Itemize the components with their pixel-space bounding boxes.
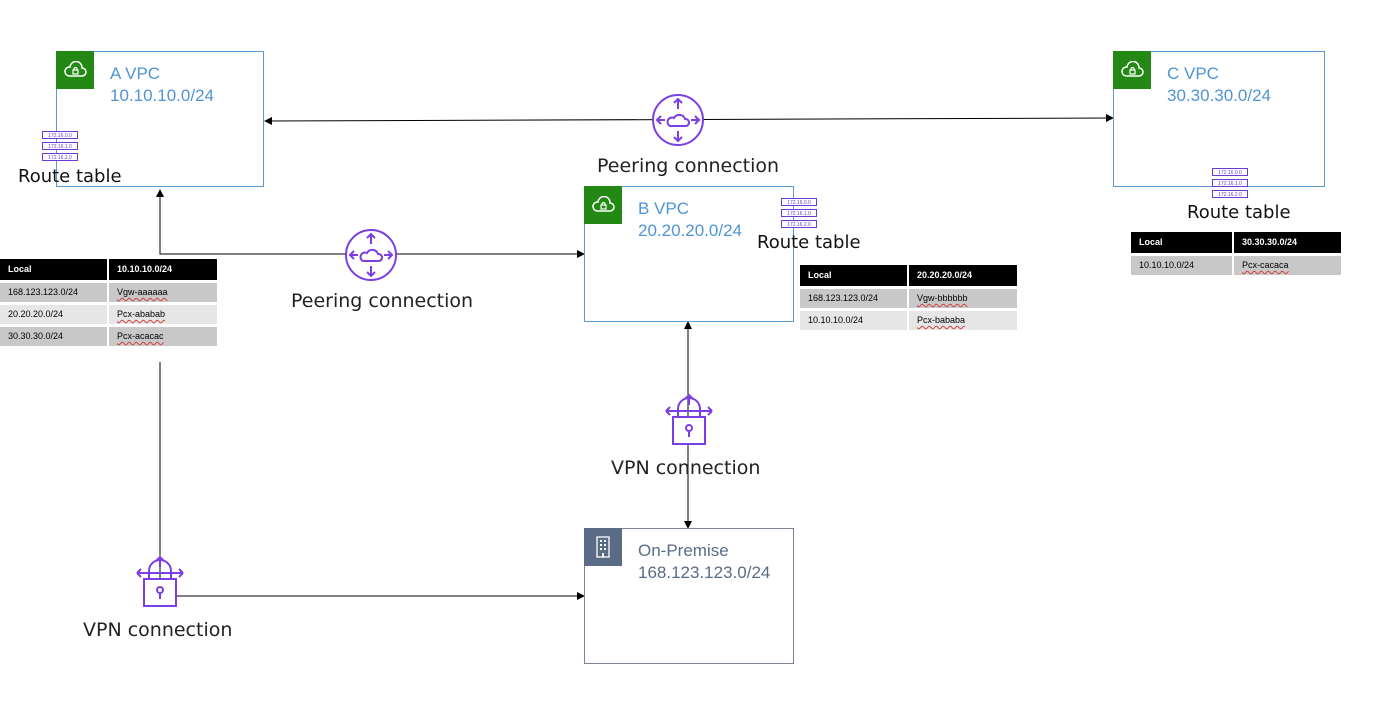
vpc-a-title: A VPC 10.10.10.0/24 (110, 63, 214, 107)
onprem-box[interactable]: On-Premise 168.123.123.0/24 (584, 528, 794, 664)
route-table-a: Local 10.10.10.0/24 168.123.123.0/24 Vgw… (0, 259, 219, 349)
peering-label-a-c: Peering connection (597, 155, 780, 177)
route-table-c: Local 30.30.30.0/24 10.10.10.0/24 Pcx-ca… (1131, 232, 1343, 278)
vpc-c-name: C VPC (1167, 64, 1219, 83)
vpc-cloud-lock-icon (1113, 51, 1151, 89)
table-cell: 168.123.123.0/24 (0, 281, 109, 305)
vpn-label-a: VPN connection (83, 619, 233, 641)
table-cell: 30.30.30.0/24 (0, 325, 109, 349)
route-icon-row: 172.16.1.0 (1212, 179, 1248, 187)
table-cell: Vgw-aaaaaa (108, 281, 219, 305)
table-header-cell: Local (0, 259, 109, 283)
table-cell: Pcx-acacac (108, 325, 219, 349)
peering-label-a-b: Peering connection (291, 290, 474, 312)
table-header-cell: 10.10.10.0/24 (108, 259, 219, 283)
route-table-icon: 172.16.0.0 172.16.1.0 172.16.2.0 (781, 198, 817, 231)
peering-icon (651, 93, 705, 152)
vpc-b-title: B VPC 20.20.20.0/24 (638, 198, 742, 242)
vpc-a-name: A VPC (110, 64, 161, 83)
table-header-cell: 30.30.30.0/24 (1233, 232, 1343, 256)
route-table-icon: 172.16.0.0 172.16.1.0 172.16.2.0 (1212, 168, 1248, 201)
table-cell-target: Vgw-bbbbbb (917, 293, 968, 303)
table-header-row: Local 20.20.20.0/24 (800, 265, 1019, 289)
route-table-label-c: Route table (1187, 202, 1291, 223)
vpc-a-box[interactable]: A VPC 10.10.10.0/24 (56, 51, 264, 187)
table-cell: 10.10.10.0/24 (800, 309, 909, 333)
route-icon-row: 172.16.2.0 (781, 220, 817, 228)
table-cell-target: Pcx-acacac (117, 331, 164, 341)
table-header-cell: Local (800, 265, 909, 289)
route-table-icon: 172.16.0.0 172.16.1.0 172.16.2.0 (42, 131, 78, 164)
table-cell: Vgw-bbbbbb (908, 287, 1019, 311)
table-cell: 20.20.20.0/24 (0, 303, 109, 327)
vpc-cloud-lock-icon (56, 51, 94, 89)
vpc-b-cidr: 20.20.20.0/24 (638, 221, 742, 240)
vpn-lock-icon (664, 393, 714, 452)
table-cell-target: Vgw-aaaaaa (117, 287, 168, 297)
onprem-name: On-Premise (638, 541, 729, 560)
route-icon-row: 172.16.1.0 (42, 142, 78, 150)
table-header-cell: Local (1131, 232, 1234, 256)
vpc-b-name: B VPC (638, 199, 690, 218)
vpn-line-a-onprem (159, 362, 585, 600)
table-row: 168.123.123.0/24 Vgw-aaaaaa (0, 281, 219, 305)
table-header-row: Local 10.10.10.0/24 (0, 259, 219, 283)
vpc-c-title: C VPC 30.30.30.0/24 (1167, 63, 1271, 107)
route-icon-row: 172.16.0.0 (1212, 168, 1248, 176)
table-row: 20.20.20.0/24 Pcx-ababab (0, 303, 219, 327)
table-row: 10.10.10.0/24 Pcx-bababa (800, 309, 1019, 333)
vpc-c-box[interactable]: C VPC 30.30.30.0/24 (1113, 51, 1325, 187)
table-row: 30.30.30.0/24 Pcx-acacac (0, 325, 219, 349)
onprem-title: On-Premise 168.123.123.0/24 (638, 540, 770, 584)
table-cell: 168.123.123.0/24 (800, 287, 909, 311)
table-cell: Pcx-ababab (108, 303, 219, 327)
table-cell-target: Pcx-cacaca (1242, 260, 1289, 270)
route-table-b: Local 20.20.20.0/24 168.123.123.0/24 Vgw… (800, 265, 1019, 333)
vpc-a-cidr: 10.10.10.0/24 (110, 86, 214, 105)
building-icon (584, 528, 622, 566)
route-icon-row: 172.16.1.0 (781, 209, 817, 217)
vpn-label-b: VPN connection (611, 457, 761, 479)
route-icon-row: 172.16.2.0 (42, 153, 78, 161)
onprem-cidr: 168.123.123.0/24 (638, 563, 771, 582)
route-icon-row: 172.16.0.0 (42, 131, 78, 139)
vpc-c-cidr: 30.30.30.0/24 (1167, 86, 1271, 105)
route-table-label-b: Route table (757, 232, 861, 253)
route-icon-row: 172.16.0.0 (781, 198, 817, 206)
table-cell-target: Pcx-ababab (117, 309, 166, 319)
route-table-label-a: Route table (18, 166, 122, 187)
table-cell: Pcx-bababa (908, 309, 1019, 333)
table-cell-target: Pcx-bababa (917, 315, 966, 325)
vpn-lock-icon (135, 555, 185, 614)
table-header-cell: 20.20.20.0/24 (908, 265, 1019, 289)
table-cell: 10.10.10.0/24 (1131, 254, 1234, 278)
table-cell: Pcx-cacaca (1233, 254, 1343, 278)
table-header-row: Local 30.30.30.0/24 (1131, 232, 1343, 256)
table-row: 10.10.10.0/24 Pcx-cacaca (1131, 254, 1343, 278)
table-row: 168.123.123.0/24 Vgw-bbbbbb (800, 287, 1019, 311)
peering-icon (344, 228, 398, 287)
route-icon-row: 172.16.2.0 (1212, 190, 1248, 198)
vpc-cloud-lock-icon (584, 186, 622, 224)
vpc-b-box[interactable]: B VPC 20.20.20.0/24 (584, 186, 794, 322)
